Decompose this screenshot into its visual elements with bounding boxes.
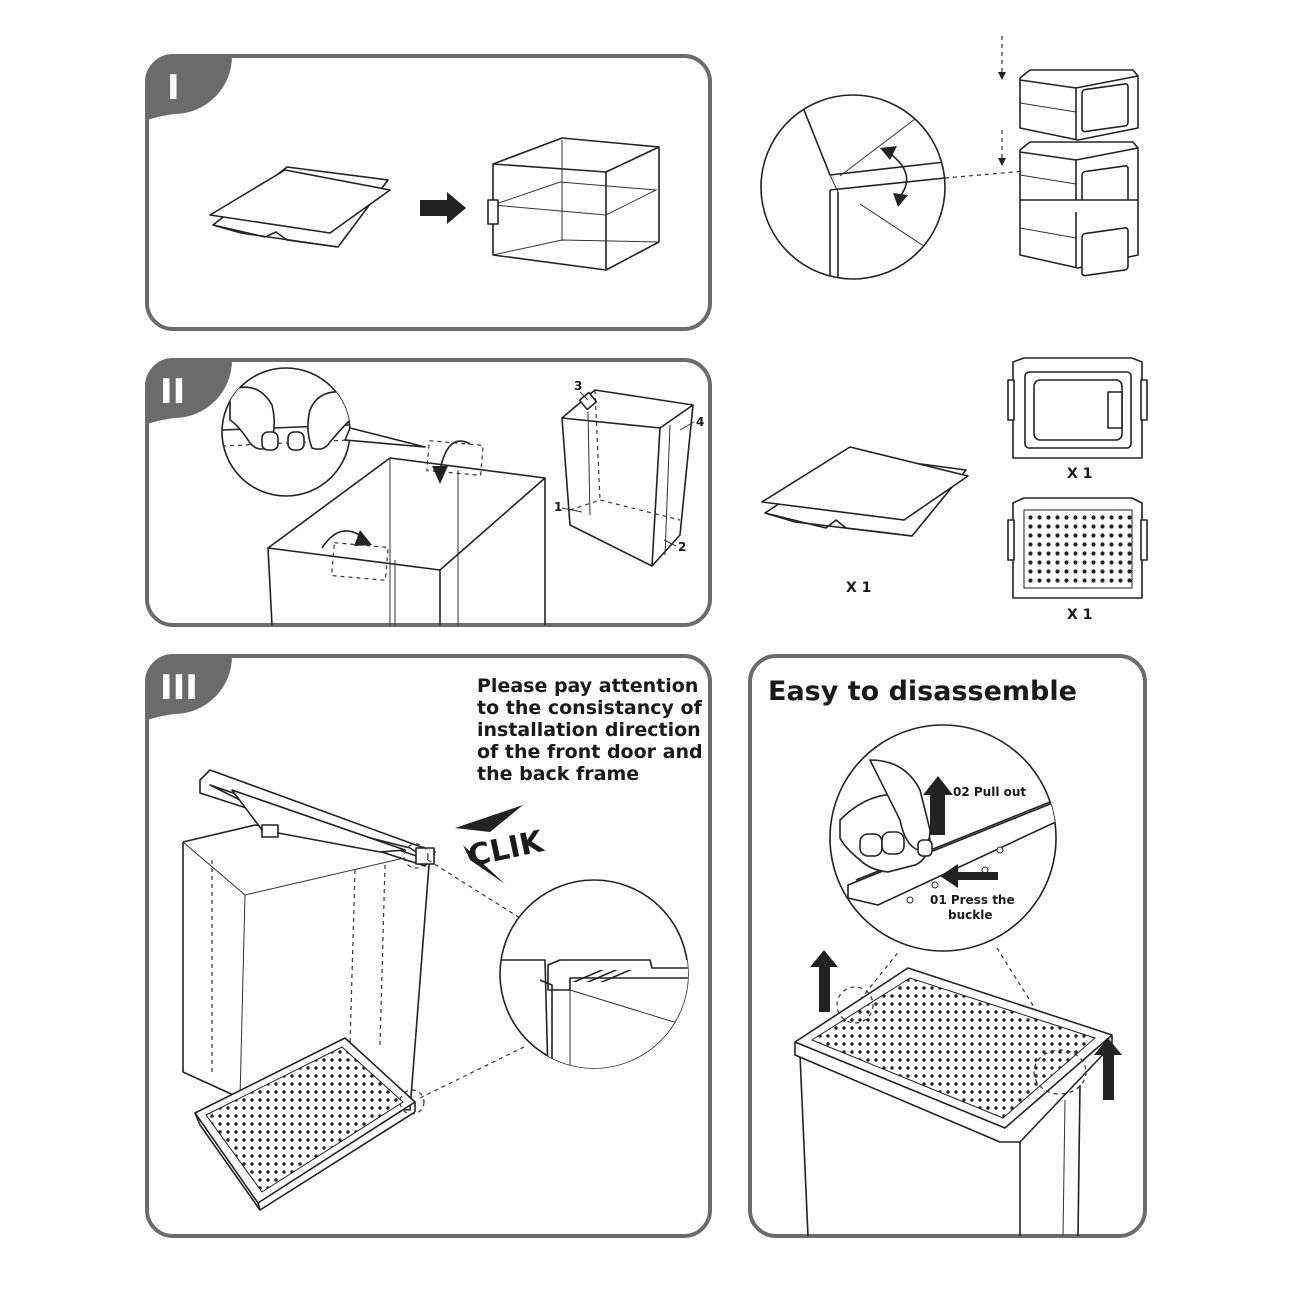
corner-label-1: 1 (554, 500, 562, 514)
part-back-frame-qty: X 1 (1067, 607, 1092, 623)
box-assembly-drawing (183, 770, 435, 1210)
click-burst-top (455, 805, 523, 832)
step-2-panel: II (147, 360, 710, 625)
note-line-2: to the consistancy of (477, 697, 703, 719)
zoom-pointer (345, 428, 425, 447)
note-line-1: Please pay attention (477, 675, 698, 697)
press-label-line-2: buckle (948, 908, 992, 922)
part-front-door-drawing (1008, 358, 1147, 458)
lift-arrow-left-icon (810, 950, 838, 1012)
stacking-illustration (761, 36, 1138, 290)
part-panel-drawing (762, 447, 968, 536)
unfolded-box-drawing (488, 138, 659, 270)
step-1-numeral: I (167, 68, 180, 108)
step-1-panel: I (147, 56, 710, 329)
step-2-numeral: II (160, 372, 185, 412)
folded-panel-drawing (210, 167, 390, 247)
corner-label-3: 3 (574, 379, 582, 393)
note-line-5: the back frame (477, 763, 639, 785)
corner-label-2: 2 (678, 540, 686, 554)
arrow-right-icon (420, 192, 466, 224)
note-line-4: of the front door and (477, 741, 703, 763)
part-back-frame-drawing (1008, 498, 1147, 598)
disassemble-panel: Easy to disassemble 02 Pull out 01 Press… (750, 656, 1145, 1236)
pull-label: 02 Pull out (953, 785, 1026, 799)
step-3-panel: III Please pay attention to the consista… (147, 656, 710, 1236)
part-front-door-qty: X 1 (1067, 466, 1092, 482)
note-line-3: installation direction (477, 719, 701, 741)
step-1-tab (147, 56, 232, 120)
box-lid-drawing (795, 968, 1112, 1236)
step-3-numeral: III (160, 668, 198, 708)
stacked-boxes-drawing (1020, 70, 1138, 276)
corner-label-4: 4 (696, 415, 704, 429)
disassemble-title: Easy to disassemble (768, 676, 1077, 707)
parts-list: X 1 X 1 X 1 (762, 358, 1147, 623)
click-text: CLIK (465, 824, 548, 874)
numbered-box-drawing: 3 4 1 2 (554, 379, 704, 566)
press-label-line-1: 01 Press the (930, 893, 1015, 907)
part-panel-qty: X 1 (846, 580, 871, 596)
